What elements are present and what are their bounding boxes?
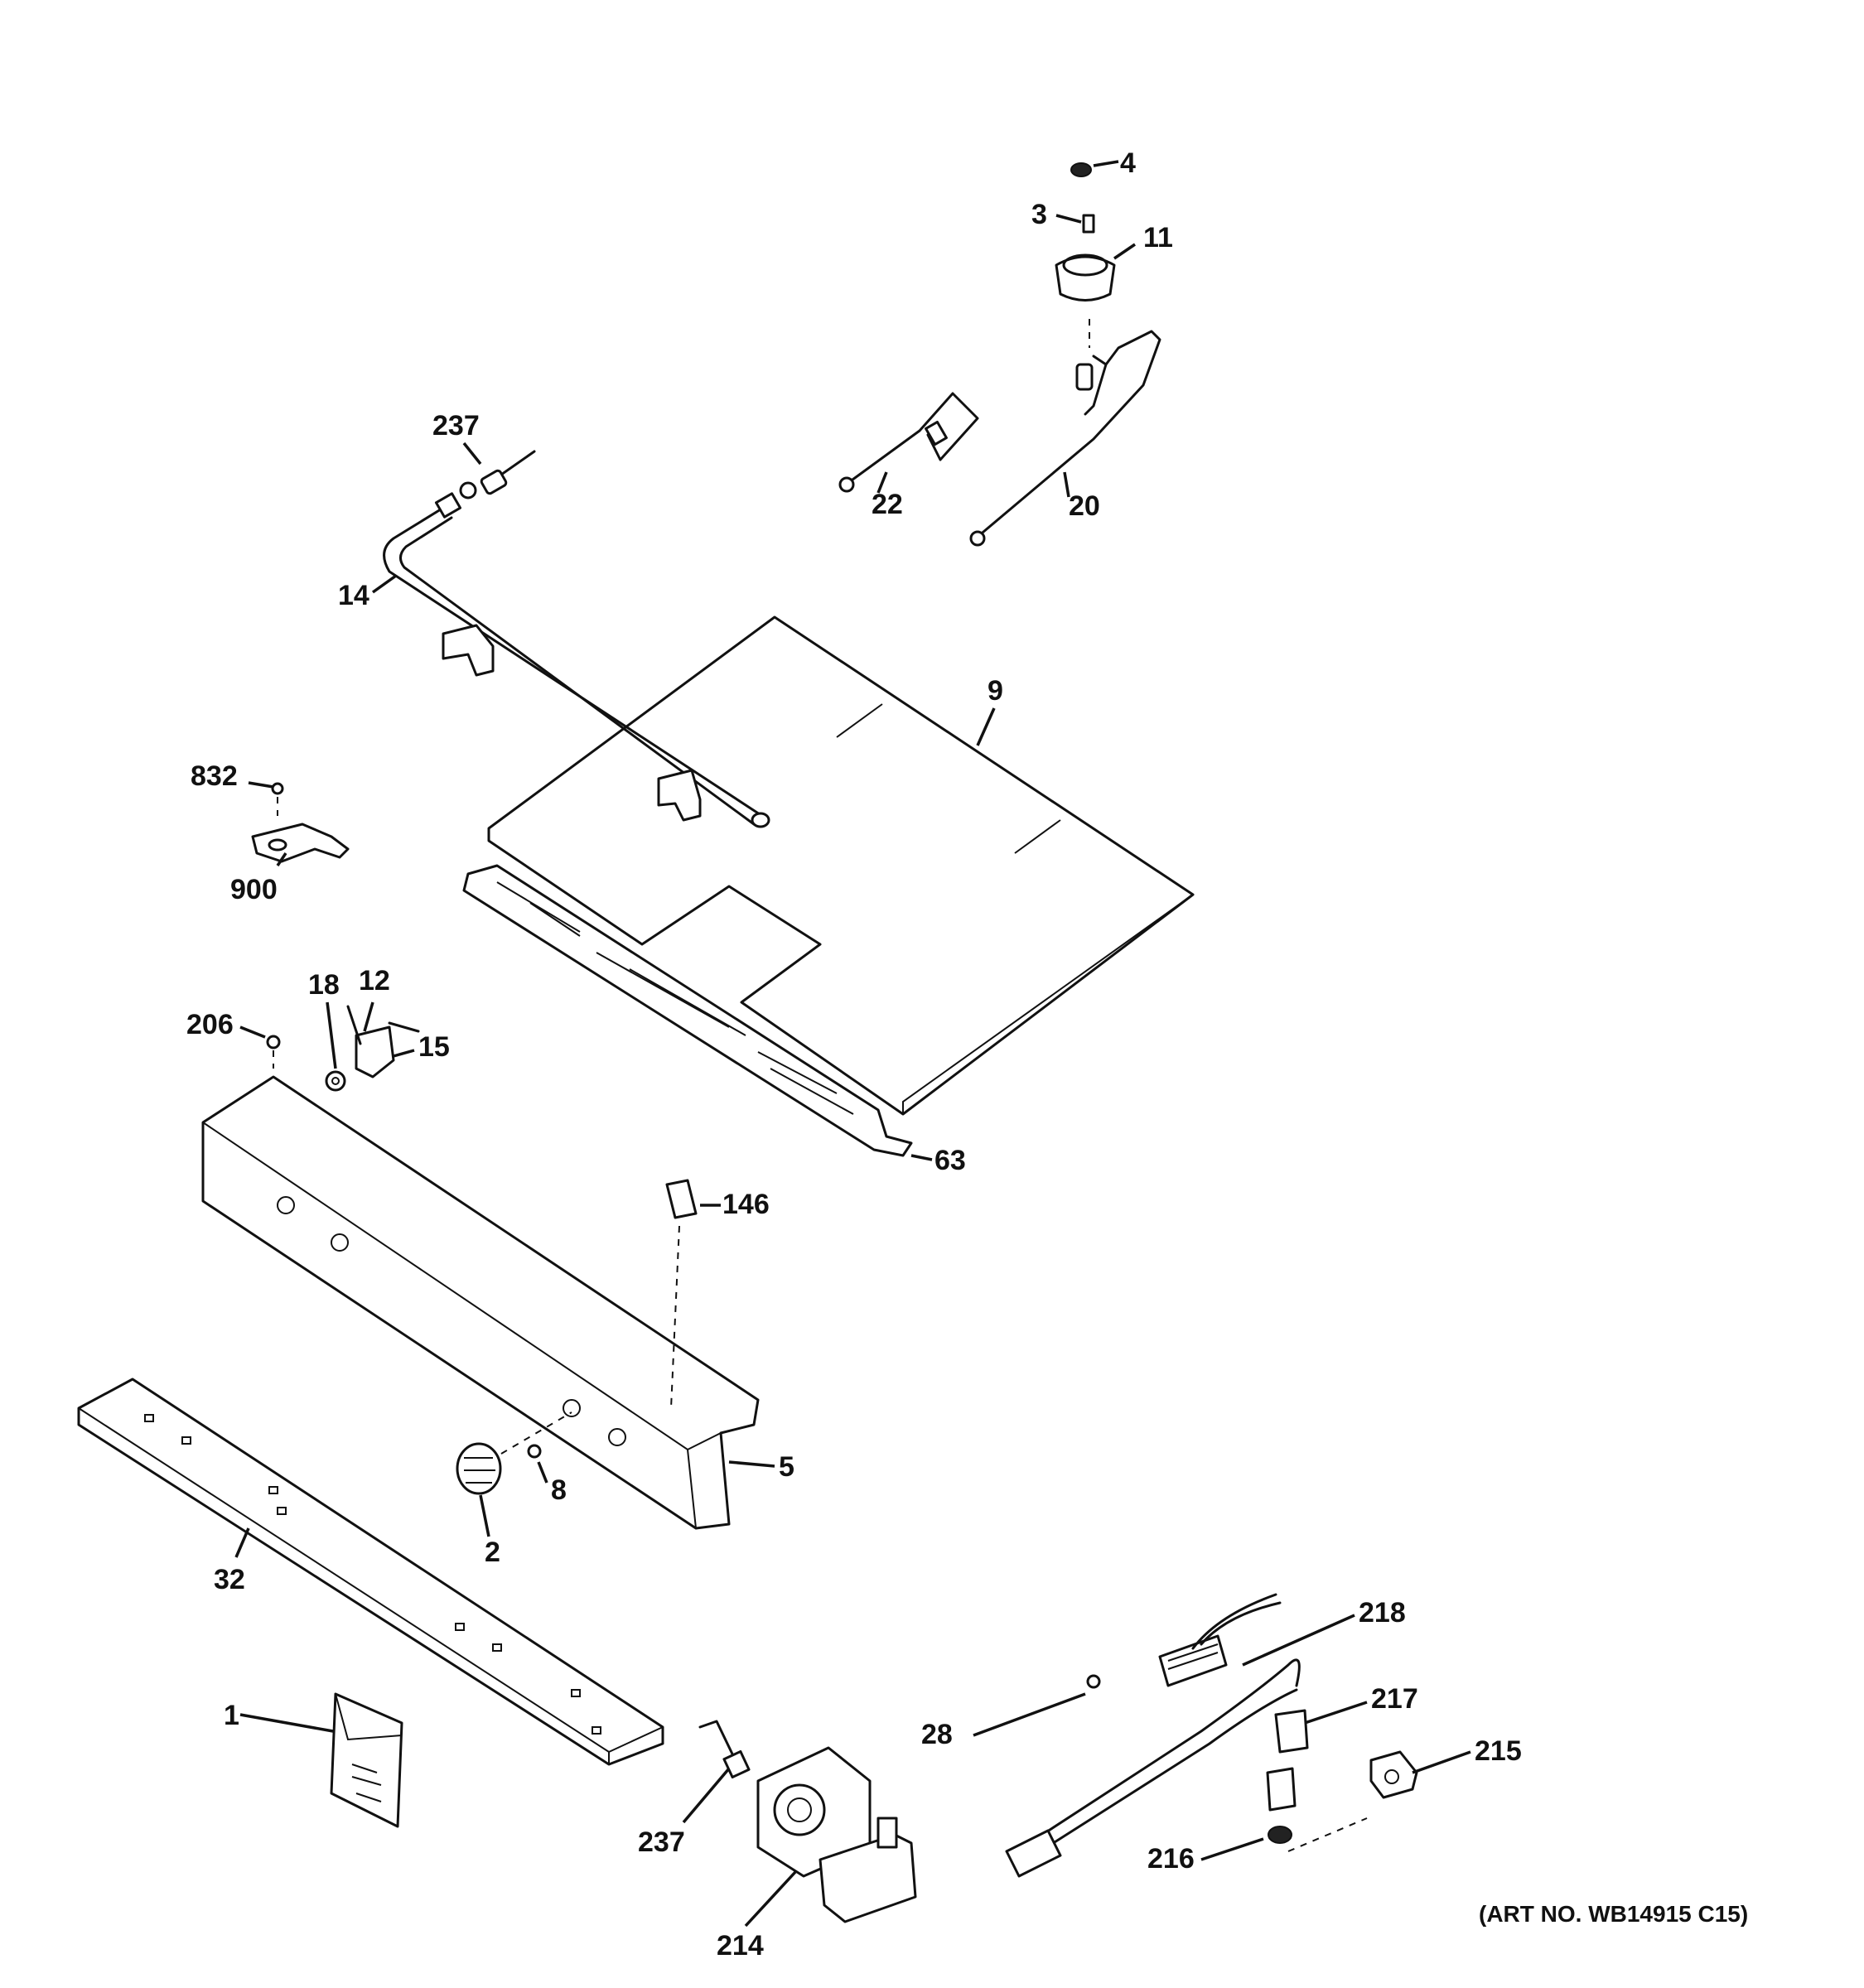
gas-valve-214: [756, 1746, 917, 1923]
callout-237-bottom: 237: [638, 1826, 685, 1858]
callout-18: 18: [308, 969, 340, 1001]
art-number: (ART NO. WB14915 C15): [1479, 1901, 1748, 1927]
callout-11: 11: [1143, 222, 1173, 253]
callout-214: 214: [717, 1930, 764, 1961]
callout-20: 20: [1069, 490, 1100, 522]
burner-tube-assembly: [1005, 1658, 1301, 1878]
callout-206: 206: [186, 1009, 234, 1040]
nut-216: [1268, 1817, 1368, 1852]
burner-tube-14: [383, 492, 770, 828]
manifold-panel-5: [201, 1075, 760, 1530]
knob-2: [456, 1442, 502, 1495]
bracket-215: [1369, 1750, 1418, 1799]
callout-217: 217: [1371, 1683, 1418, 1715]
screw-8: [527, 1444, 542, 1459]
callout-15: 15: [418, 1031, 450, 1063]
callout-4: 4: [1120, 147, 1136, 179]
fitting-237-top: [459, 450, 536, 499]
bracket-900: [251, 823, 350, 863]
nut-4: [1070, 162, 1092, 177]
tube-22: [838, 392, 979, 493]
callout-9: 9: [988, 675, 1003, 707]
callout-5: 5: [779, 1451, 794, 1483]
callout-237-top: 237: [432, 410, 480, 442]
burner-head-11: [1055, 253, 1116, 348]
callout-22: 22: [872, 489, 903, 520]
orifice-holder-217: [1266, 1709, 1309, 1812]
callout-12: 12: [359, 965, 390, 996]
screw-28: [1086, 1674, 1101, 1689]
callout-32: 32: [214, 1564, 245, 1595]
tube-20: [969, 330, 1161, 547]
callout-28: 28: [921, 1719, 953, 1750]
callout-215: 215: [1475, 1735, 1522, 1767]
screw-206: [266, 1035, 281, 1069]
leader-lines: [234, 160, 1471, 1928]
knob-axis: [500, 1411, 572, 1455]
callout-14: 14: [338, 580, 369, 611]
panel-9: [487, 615, 1195, 1116]
nut-18: [325, 1070, 346, 1092]
callout-146: 146: [722, 1189, 770, 1220]
callout-63: 63: [934, 1145, 966, 1176]
screw-3: [1082, 214, 1095, 234]
screw-832: [271, 782, 284, 816]
callout-8: 8: [551, 1474, 567, 1506]
callout-labels: 4 3 11 237 22 20 14 9 832 900 18 12 206 …: [186, 147, 1522, 1961]
callout-216: 216: [1147, 1843, 1195, 1875]
fitting-237-bottom: [698, 1720, 751, 1779]
callout-218: 218: [1359, 1597, 1406, 1629]
callout-3: 3: [1031, 199, 1047, 230]
clip-146: [665, 1179, 698, 1409]
igniter-218: [1158, 1593, 1282, 1687]
bracket-63: [462, 864, 913, 1157]
switch-12-15: [346, 1005, 420, 1078]
trim-strip-32: [77, 1378, 664, 1766]
callout-900: 900: [230, 874, 278, 905]
callout-832: 832: [191, 760, 238, 792]
callout-1: 1: [224, 1700, 239, 1731]
callout-2: 2: [485, 1537, 500, 1568]
envelope-1: [330, 1692, 403, 1828]
